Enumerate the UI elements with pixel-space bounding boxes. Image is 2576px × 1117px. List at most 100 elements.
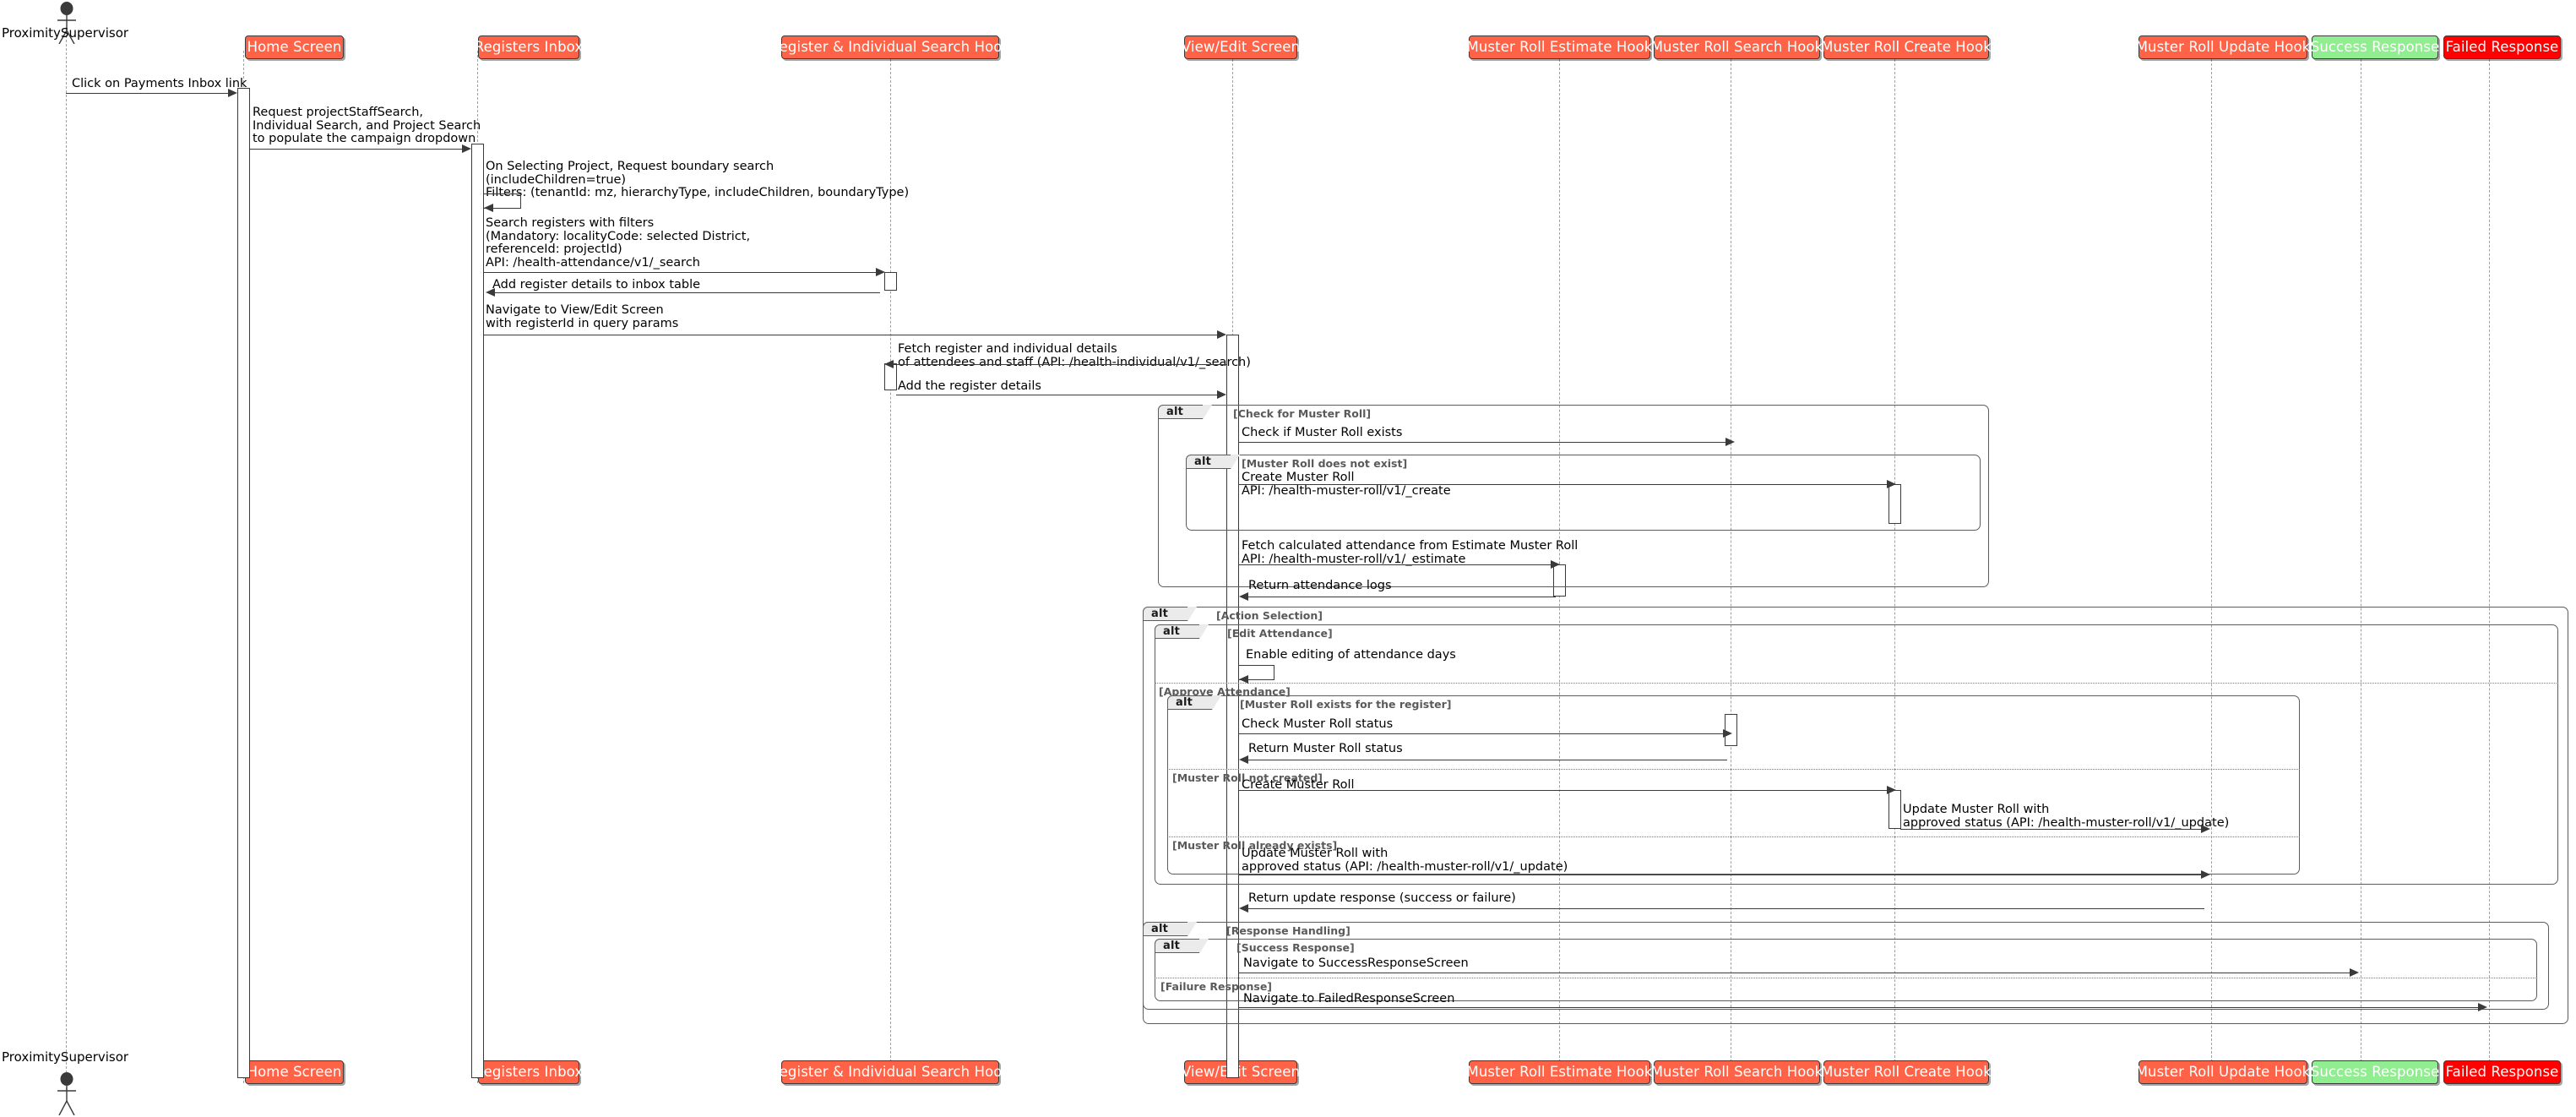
message-arrow-m4: [484, 272, 879, 273]
fragment-divider-muster-roll-not-created: [1167, 769, 2300, 770]
message-label-m8: Add the register details: [898, 379, 1041, 393]
participant-muster-roll-create-hook-bottom[interactable]: Muster Roll Create Hook: [1821, 1060, 1992, 1084]
message-label-m7: Fetch register and individual details of…: [898, 342, 1251, 369]
message-label-m12: Return attendance logs: [1248, 579, 1392, 592]
activation-mrest-1: [1553, 564, 1566, 597]
message-arrow-m21: [1239, 1007, 2481, 1008]
message-arrowhead-m8: [1217, 390, 1226, 399]
message-label-m4: Search registers with filters (Mandatory…: [486, 216, 751, 270]
message-label-m19: Return update response (success or failu…: [1248, 891, 1516, 905]
message-label-m1: Click on Payments Inbox link: [72, 77, 247, 90]
fragment-guard-success-response: [Success Response]: [1236, 941, 1355, 954]
message-label-m2: Request projectStaffSearch, Individual S…: [253, 106, 481, 145]
message-label-m10: Create Muster Roll API: /health-muster-r…: [1242, 471, 1451, 498]
participant-registers-inbox-top[interactable]: Registers Inbox: [475, 35, 583, 59]
message-arrow-m10: [1239, 484, 1891, 485]
lifeline-mrcreate: [1894, 51, 1895, 1083]
participant-register-individual-search-hook-top[interactable]: Register & Individual Search Hook: [770, 35, 1010, 59]
activation-mrcreate-2: [1889, 790, 1901, 829]
fragment-guard-check-for-muster-roll: [Check for Muster Roll]: [1233, 407, 1372, 420]
message-arrow-m7: [892, 364, 1226, 365]
participant-home-screen-top[interactable]: Home Screen: [245, 35, 344, 59]
actor-label-bottom: ProximitySupervisor: [2, 1049, 129, 1065]
activation-regsearch-1: [884, 272, 897, 291]
fragment-divider-muster-roll-already-exists: [1167, 836, 2300, 837]
message-arrowhead-m17: [2201, 825, 2210, 833]
message-label-m20: Navigate to SuccessResponseScreen: [1243, 956, 1469, 970]
fragment-guard-muster-roll-exists: [Muster Roll exists for the register]: [1240, 698, 1452, 711]
fragment-tab-success-response: alt: [1155, 938, 1209, 954]
message-arrowhead-m11: [1551, 560, 1560, 569]
message-arrowhead-m3: [484, 204, 493, 212]
participant-muster-roll-search-hook-top[interactable]: Muster Roll Search Hook: [1651, 35, 1823, 59]
fragment-guard-failure-response: [Failure Response]: [1160, 980, 1273, 993]
message-arrowhead-m9: [1725, 438, 1735, 446]
fragment-guard-muster-roll-not-created: [Muster Roll not created]: [1172, 771, 1323, 784]
fragment-divider-approve-attendance: [1155, 683, 2558, 684]
message-arrowhead-m2: [462, 144, 471, 153]
activation-mrcreate-1: [1889, 484, 1901, 524]
lifeline-mrupdate: [2211, 51, 2212, 1083]
message-label-m17: Update Muster Roll with approved status …: [1903, 803, 2230, 830]
actor-label-top: ProximitySupervisor: [2, 25, 129, 41]
participant-view-edit-screen-top[interactable]: View/Edit Screen: [1182, 35, 1300, 59]
lifeline-actor: [66, 27, 67, 1090]
message-arrow-m16: [1239, 790, 1891, 791]
participant-register-individual-search-hook-bottom[interactable]: Register & Individual Search Hook: [770, 1060, 1010, 1084]
message-arrowhead-m5: [486, 288, 495, 297]
message-arrow-m1: [66, 93, 230, 94]
participant-view-edit-screen-bottom[interactable]: View/Edit Screen: [1182, 1060, 1300, 1084]
message-arrowhead-m7: [884, 360, 894, 368]
participant-muster-roll-estimate-hook-top[interactable]: Muster Roll Estimate Hook: [1467, 35, 1652, 59]
fragment-tab-check-for-muster-roll: alt: [1158, 404, 1212, 420]
participant-success-response-bottom[interactable]: Success Response: [2311, 1060, 2439, 1084]
message-arrowhead-m10: [1887, 480, 1896, 488]
participant-muster-roll-search-hook-bottom[interactable]: Muster Roll Search Hook: [1651, 1060, 1823, 1084]
message-arrowhead-m19: [1239, 904, 1248, 913]
participant-registers-inbox-bottom[interactable]: Registers Inbox: [475, 1060, 583, 1084]
activation-home: [237, 88, 250, 1078]
message-arrow-m11: [1239, 564, 1556, 565]
message-arrow-m2: [250, 149, 465, 150]
message-arrowhead-m4: [876, 268, 885, 276]
message-label-m11: Fetch calculated attendance from Estimat…: [1242, 539, 1579, 566]
message-self-loop-m13: [1239, 665, 1274, 680]
fragment-guard-approve-attendance: [Approve Attendance]: [1159, 685, 1291, 698]
participant-home-screen-bottom[interactable]: Home Screen: [245, 1060, 344, 1084]
participant-failed-response-bottom[interactable]: Failed Response: [2443, 1060, 2561, 1084]
message-arrowhead-m14: [1723, 729, 1732, 738]
message-label-m13: Enable editing of attendance days: [1246, 648, 1456, 662]
fragment-tab-muster-roll-does-not-exist: alt: [1186, 454, 1240, 470]
lifeline-failed: [2489, 51, 2490, 1083]
participant-success-response-top[interactable]: Success Response: [2311, 35, 2439, 59]
message-arrow-m17: [1900, 829, 2204, 830]
fragment-tab-action-selection: alt: [1143, 606, 1197, 622]
message-label-m21: Navigate to FailedResponseScreen: [1243, 992, 1455, 1005]
lifeline-regsearch: [890, 51, 891, 1083]
message-arrowhead-m21: [2478, 1003, 2487, 1011]
fragment-guard-edit-attendance: [Edit Attendance]: [1227, 627, 1333, 640]
participant-muster-roll-update-hook-bottom[interactable]: Muster Roll Update Hook: [2136, 1060, 2310, 1084]
participant-muster-roll-estimate-hook-bottom[interactable]: Muster Roll Estimate Hook: [1467, 1060, 1652, 1084]
message-arrowhead-m16: [1887, 786, 1896, 794]
message-arrow-m9: [1239, 442, 1729, 443]
participant-failed-response-top[interactable]: Failed Response: [2443, 35, 2561, 59]
participant-muster-roll-create-hook-top[interactable]: Muster Roll Create Hook: [1821, 35, 1992, 59]
message-label-m3: On Selecting Project, Request boundary s…: [486, 160, 910, 199]
message-arrowhead-m18: [2201, 870, 2210, 879]
message-label-m16: Create Muster Roll: [1242, 778, 1355, 792]
message-label-m15: Return Muster Roll status: [1248, 742, 1403, 755]
actor-stick-figure-icon: [57, 2, 76, 45]
message-arrowhead-m20: [2350, 968, 2359, 977]
fragment-guard-muster-roll-already-exists: [Muster Roll already exists]: [1172, 839, 1338, 852]
actor-stick-figure-icon-bottom: [57, 1072, 76, 1116]
message-arrow-m5: [493, 292, 880, 293]
fragment-guard-action-selection: [Action Selection]: [1216, 609, 1323, 622]
message-label-m9: Check if Muster Roll exists: [1242, 426, 1403, 439]
message-arrow-m19: [1247, 908, 2204, 909]
message-arrowhead-m1: [228, 89, 237, 97]
message-label-m5: Add register details to inbox table: [492, 278, 701, 292]
message-label-m14: Check Muster Roll status: [1242, 717, 1394, 731]
participant-muster-roll-update-hook-top[interactable]: Muster Roll Update Hook: [2136, 35, 2310, 59]
